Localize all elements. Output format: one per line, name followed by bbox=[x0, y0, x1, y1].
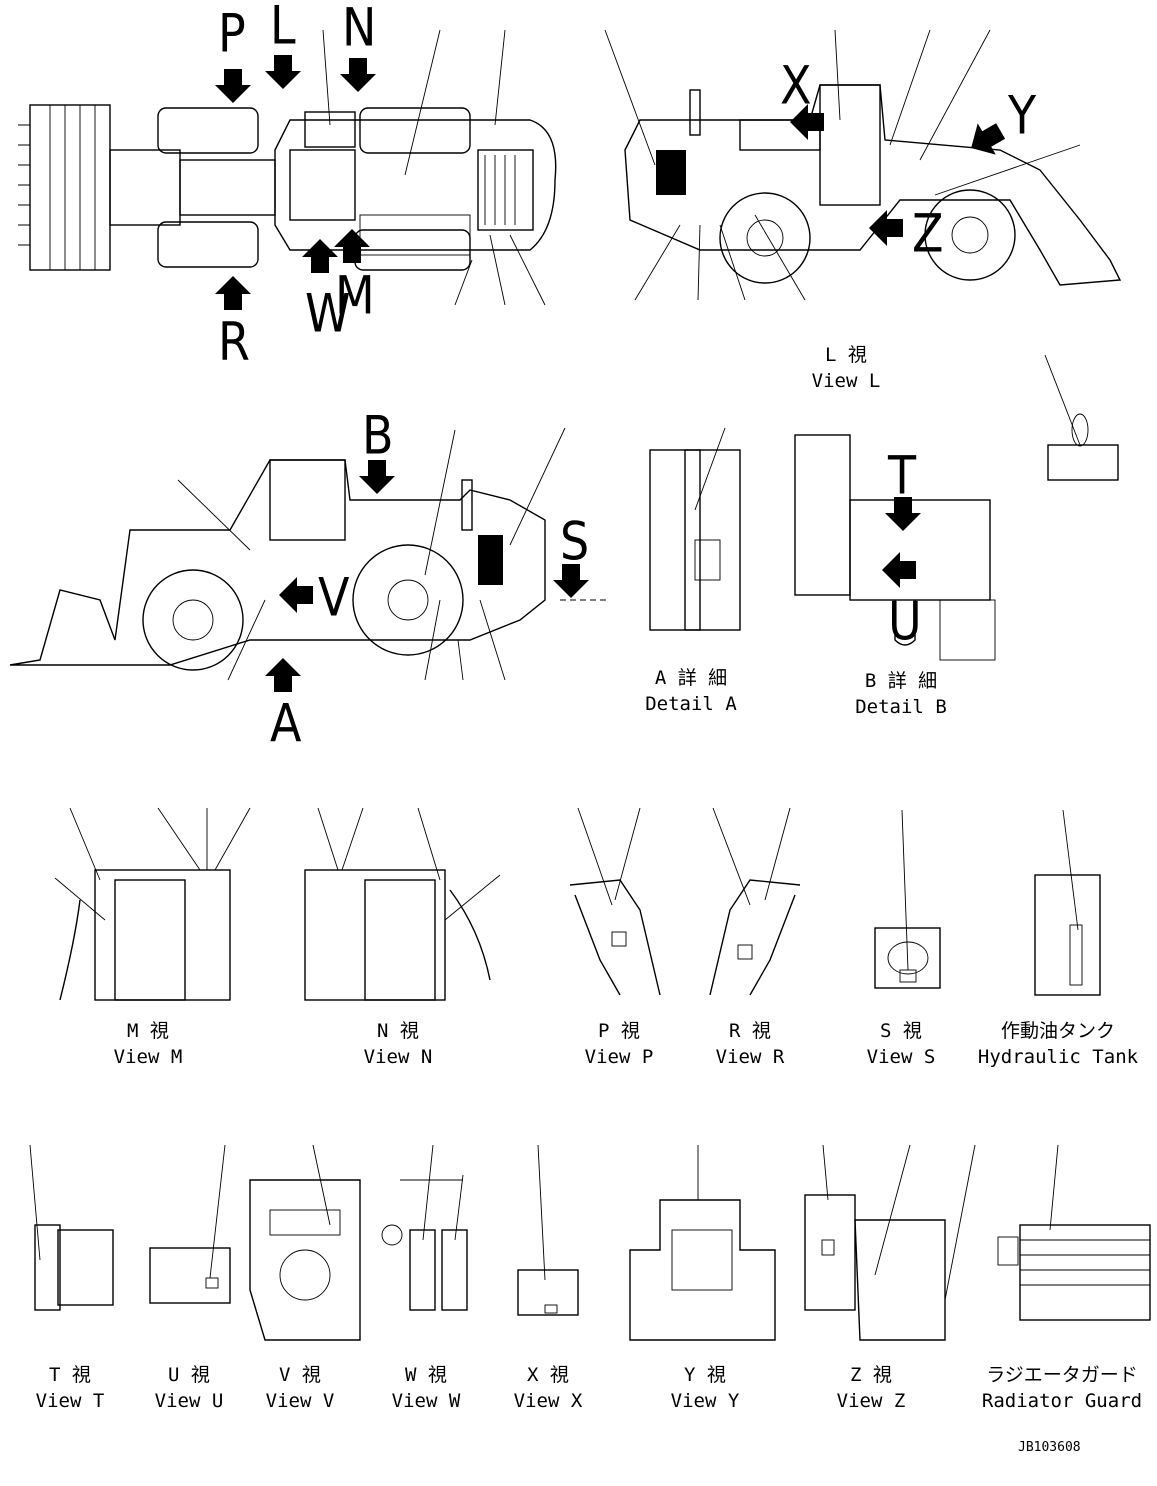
view-v-title-en: View V bbox=[265, 1390, 335, 1412]
view-n-title-jp: N 視 bbox=[377, 1020, 419, 1042]
view-y-drawing bbox=[629, 1145, 776, 1341]
detail-a-drawing bbox=[649, 427, 741, 631]
view-p-title-jp: P 視 bbox=[598, 1020, 640, 1042]
view-y-title-jp: Y 視 bbox=[684, 1364, 726, 1386]
arrow-label-v: V bbox=[318, 565, 350, 629]
left-side-view bbox=[9, 427, 610, 692]
view-z-drawing bbox=[804, 1144, 976, 1341]
view-s-drawing bbox=[874, 809, 941, 989]
view-v-drawing bbox=[249, 1144, 361, 1341]
view-m-title-en: View M bbox=[113, 1046, 183, 1068]
detail-b-caption: B 詳 細 Detail B bbox=[855, 668, 947, 720]
tag-drawing bbox=[1044, 354, 1119, 481]
view-z-title-jp: Z 視 bbox=[850, 1364, 892, 1386]
arrow-label-m: M bbox=[335, 263, 375, 327]
view-m-caption: M 視 View M bbox=[114, 1018, 183, 1070]
detail-b-title-jp: B 詳 細 bbox=[864, 670, 938, 692]
view-w-title-jp: W 視 bbox=[405, 1364, 447, 1386]
view-v-title-jp: V 視 bbox=[279, 1364, 321, 1386]
view-l-title-en: View L bbox=[811, 370, 881, 392]
view-x-drawing bbox=[517, 1144, 579, 1316]
detail-b-drawing bbox=[794, 434, 996, 661]
view-r-title-en: View R bbox=[715, 1046, 785, 1068]
view-p-title-en: View P bbox=[584, 1046, 654, 1068]
arrow-label-y: Y bbox=[1008, 83, 1037, 147]
top-plan-view bbox=[18, 29, 557, 310]
view-l-caption: L 視 View L bbox=[812, 342, 881, 394]
view-y-title-en: View Y bbox=[670, 1390, 740, 1412]
arrow-label-x: X bbox=[780, 53, 812, 117]
document-number: JB103608 bbox=[1018, 1440, 1081, 1455]
arrow-label-w: W bbox=[305, 281, 351, 345]
arrow-label-z: Z bbox=[912, 201, 944, 265]
view-y-caption: Y 視 View Y bbox=[671, 1362, 740, 1414]
view-u-drawing bbox=[149, 1144, 231, 1304]
radiator-guard-drawing bbox=[997, 1144, 1151, 1321]
detail-a-caption: A 詳 細 Detail A bbox=[645, 665, 737, 717]
view-p-caption: P 視 View P bbox=[585, 1018, 654, 1070]
detail-a-title-jp: A 詳 細 bbox=[654, 667, 728, 689]
view-u-title-en: View U bbox=[154, 1390, 224, 1412]
view-m-title-jp: M 視 bbox=[127, 1020, 169, 1042]
view-n-title-en: View N bbox=[363, 1046, 433, 1068]
view-u-caption: U 視 View U bbox=[155, 1362, 224, 1414]
arrow-label-l: L bbox=[270, 0, 296, 57]
arrow-label-p: P bbox=[218, 1, 246, 65]
arrow-label-b: B bbox=[362, 403, 394, 467]
view-n-drawing bbox=[304, 807, 501, 1001]
view-x-title-jp: X 視 bbox=[527, 1364, 569, 1386]
arrow-label-t: T bbox=[888, 443, 917, 507]
arrow-label-u: U bbox=[888, 589, 922, 653]
view-t-title-en: View T bbox=[35, 1390, 105, 1412]
hydraulic-tank-title-en: Hydraulic Tank bbox=[977, 1046, 1139, 1068]
hydraulic-tank-drawing bbox=[1034, 809, 1101, 996]
view-t-drawing bbox=[29, 1144, 114, 1311]
view-s-title-jp: S 視 bbox=[880, 1020, 922, 1042]
arrow-label-n: N bbox=[342, 0, 377, 59]
view-l-title-jp: L 視 bbox=[825, 344, 867, 366]
view-w-drawing bbox=[381, 1144, 468, 1311]
view-p-drawing bbox=[569, 807, 661, 996]
view-z-title-en: View Z bbox=[836, 1390, 906, 1412]
view-r-caption: R 視 View R bbox=[716, 1018, 785, 1070]
view-m-drawing bbox=[54, 807, 251, 1001]
view-t-title-jp: T 視 bbox=[49, 1364, 91, 1386]
detail-b-title-en: Detail B bbox=[855, 696, 947, 718]
view-u-title-jp: U 視 bbox=[168, 1364, 210, 1386]
detail-a-title-en: Detail A bbox=[645, 693, 737, 715]
arrow-label-a: A bbox=[270, 691, 302, 755]
view-l-drawing bbox=[604, 29, 1122, 301]
arrow-label-r: R bbox=[218, 309, 250, 373]
view-s-title-en: View S bbox=[866, 1046, 936, 1068]
view-r-drawing bbox=[709, 807, 801, 996]
view-t-caption: T 視 View T bbox=[36, 1362, 105, 1414]
view-w-caption: W 視 View W bbox=[392, 1362, 461, 1414]
view-w-title-en: View W bbox=[391, 1390, 461, 1412]
view-x-title-en: View X bbox=[513, 1390, 583, 1412]
radiator-guard-title-en: Radiator Guard bbox=[981, 1390, 1143, 1412]
arrow-label-s: S bbox=[560, 509, 590, 573]
view-v-caption: V 視 View V bbox=[266, 1362, 335, 1414]
view-z-caption: Z 視 View Z bbox=[837, 1362, 906, 1414]
radiator-guard-title-jp: ラジエータガード bbox=[986, 1364, 1138, 1386]
hydraulic-tank-caption: 作動油タンク Hydraulic Tank bbox=[978, 1018, 1138, 1070]
hydraulic-tank-title-jp: 作動油タンク bbox=[1000, 1020, 1115, 1042]
view-n-caption: N 視 View N bbox=[364, 1018, 433, 1070]
radiator-guard-caption: ラジエータガード Radiator Guard bbox=[982, 1362, 1142, 1414]
view-x-caption: X 視 View X bbox=[514, 1362, 583, 1414]
view-r-title-jp: R 視 bbox=[729, 1020, 771, 1042]
view-s-caption: S 視 View S bbox=[867, 1018, 936, 1070]
